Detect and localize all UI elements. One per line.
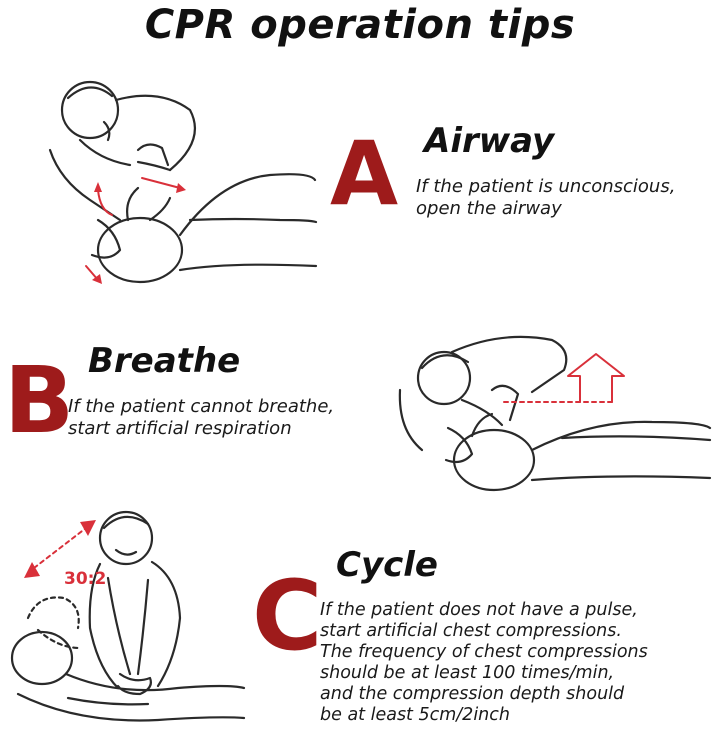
section-b-line: If the patient cannot breathe, — [68, 396, 335, 417]
section-b-line: start artificial respiration — [68, 417, 292, 439]
section-c-heading: Cycle — [336, 545, 438, 585]
section-a-letter: A — [330, 122, 399, 225]
ratio-label: 30:2 — [64, 569, 106, 589]
airway-illustration — [48, 80, 318, 284]
section-c-line: start artificial chest compressions. — [320, 621, 622, 641]
cycle-illustration: 30:2 — [10, 510, 246, 722]
section-a-heading: Airway — [424, 121, 555, 161]
section-c-line: and the compression depth should — [320, 684, 625, 704]
section-c-letter: C — [252, 560, 323, 672]
page-title: CPR operation tips — [144, 2, 576, 48]
section-c-line: If the patient does not have a pulse, — [320, 600, 638, 620]
section-c-description: If the patient does not have a pulse, st… — [320, 600, 718, 726]
section-c-line: should be at least 100 times/min, — [320, 663, 615, 683]
section-b-description: If the patient cannot breathe, start art… — [68, 396, 388, 439]
section-b-heading: Breathe — [88, 341, 241, 381]
section-c-line: The frequency of chest compressions — [320, 642, 648, 662]
section-c-line: be at least 5cm/2inch — [320, 705, 510, 725]
breathe-illustration — [398, 335, 712, 492]
section-a-line: open the airway — [416, 197, 562, 219]
section-a-description: If the patient is unconscious, open the … — [416, 176, 716, 219]
section-b-letter: B — [4, 347, 75, 454]
section-a-line: If the patient is unconscious, — [416, 176, 676, 197]
